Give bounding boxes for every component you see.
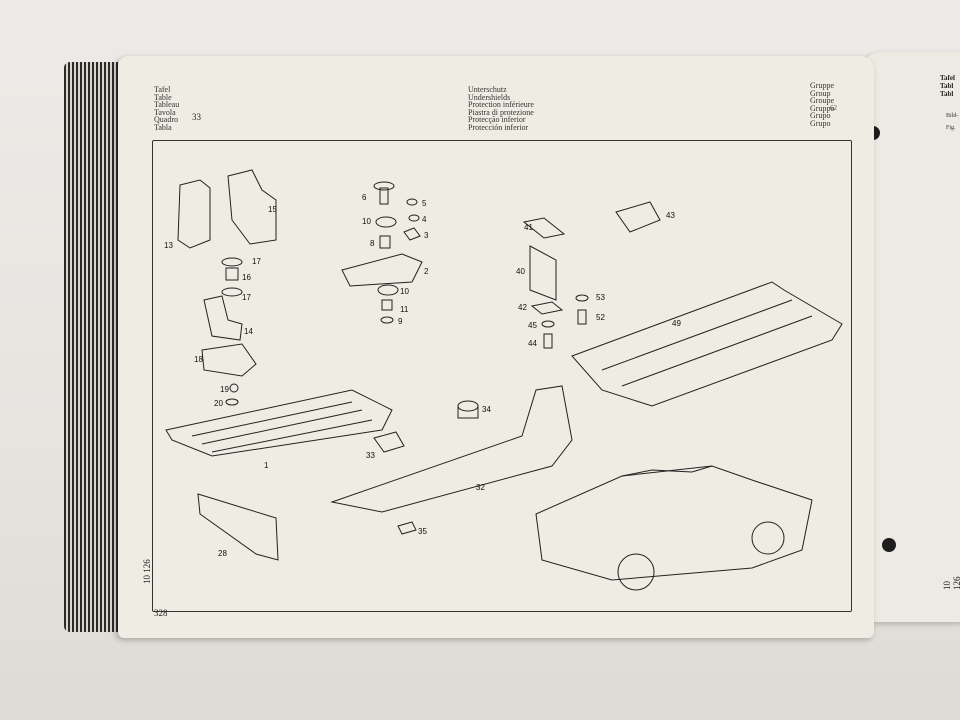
label-9: 10 [362, 217, 371, 226]
car-front-wheel-drawing [617, 553, 655, 591]
rubber-9-drawing [375, 216, 397, 228]
shield-1-drawing [165, 389, 393, 457]
rubber-6-drawing [373, 181, 395, 191]
bracket-14-drawing [203, 295, 243, 341]
label-2: 2 [424, 267, 429, 276]
label-6: 6 [362, 193, 367, 202]
label-5: 5 [422, 199, 427, 208]
sleeve-8-drawing [379, 235, 391, 249]
label-15: 15 [268, 205, 277, 214]
right-page-code: 10 126 [942, 576, 960, 591]
label-28: 28 [218, 549, 227, 558]
nut-11-drawing [380, 316, 394, 324]
side-code: 10 126 [142, 559, 152, 584]
bracket-13-drawing [177, 179, 211, 249]
undershield-49-drawing [571, 281, 843, 407]
bracket-41-drawing [522, 217, 566, 239]
label-10: 11 [400, 305, 409, 314]
label-20: 20 [214, 399, 223, 408]
bushing-16-drawing [225, 267, 239, 281]
sleeve-10-drawing [381, 299, 393, 311]
plate-18-drawing [201, 343, 257, 377]
stop-34-drawing [457, 400, 479, 412]
right-page [858, 52, 960, 622]
nut-45-drawing [541, 320, 555, 328]
crossmember-2-drawing [341, 253, 423, 287]
exploded-parts-diagram: 13 15 17 16 17 14 18 19 20 1 28 6 5 10 4… [164, 169, 843, 591]
right-page-header: Tafel Tabl Tabl [940, 74, 955, 98]
nut-19-drawing [229, 383, 239, 393]
car-rear-wheel-drawing [751, 521, 785, 555]
label-17b: 17 [242, 293, 251, 302]
bracket-40-drawing [529, 245, 557, 301]
washer-17-drawing [221, 257, 243, 267]
washer-4-drawing [408, 214, 420, 222]
label-40: 40 [516, 267, 525, 276]
label-52: 52 [596, 313, 605, 322]
label-3: 3 [424, 231, 429, 240]
label-8: 8 [370, 239, 375, 248]
washer-20-drawing [225, 398, 239, 406]
label-43: 43 [666, 211, 675, 220]
bolt-52-drawing [577, 309, 587, 325]
label-18: 18 [194, 355, 203, 364]
label-33: 33 [366, 451, 375, 460]
plate-42-drawing [530, 301, 564, 315]
right-page-columns: Bild- Fig. [946, 113, 959, 131]
plate-28-drawing [197, 493, 279, 561]
clip-35-drawing [397, 521, 417, 535]
car-outline-drawing [535, 465, 813, 581]
washer-53-drawing [575, 294, 589, 302]
header-tafel-labels: Tafel Table Tableau Tavola Quadro Tabla [154, 85, 180, 132]
label-4: 4 [422, 215, 427, 224]
label-45: 45 [528, 321, 537, 330]
bolt-44-drawing [543, 333, 553, 349]
label-14: 14 [244, 327, 253, 336]
label-53: 53 [596, 293, 605, 302]
label-19: 19 [220, 385, 229, 394]
label-11: 9 [398, 317, 403, 326]
label-16: 16 [242, 273, 251, 282]
label-1: 1 [264, 461, 269, 470]
label-17: 17 [252, 257, 261, 266]
label-13: 13 [164, 241, 173, 250]
washer-17b-drawing [221, 287, 243, 297]
page-number: 328 [154, 608, 168, 618]
rubber-9b-drawing [377, 284, 399, 296]
label-42: 42 [518, 303, 527, 312]
label-32: 32 [476, 483, 485, 492]
group-number: 62 [830, 104, 837, 112]
tunnel-plate-32-drawing [330, 385, 573, 513]
header-part-titles: Unterschutz Undershields Protection infé… [468, 85, 534, 132]
bracket-15-drawing [227, 169, 277, 245]
label-49: 49 [672, 319, 681, 328]
label-35: 35 [418, 527, 427, 536]
bracket-43-drawing [615, 201, 661, 233]
header-group-labels: Gruppe Group Groupe Gruppo Grupo Grupo [810, 81, 835, 128]
bracket-33-drawing [373, 431, 405, 453]
nut-5-drawing [406, 198, 418, 206]
label-41: 41 [524, 223, 533, 232]
tafel-number: 33 [192, 112, 201, 122]
label-44: 44 [528, 339, 537, 348]
label-34: 34 [482, 405, 491, 414]
binder-hole-bottom [882, 538, 896, 552]
label-9b: 10 [400, 287, 409, 296]
plate-3-drawing [403, 227, 421, 241]
diagram-frame [152, 140, 852, 612]
